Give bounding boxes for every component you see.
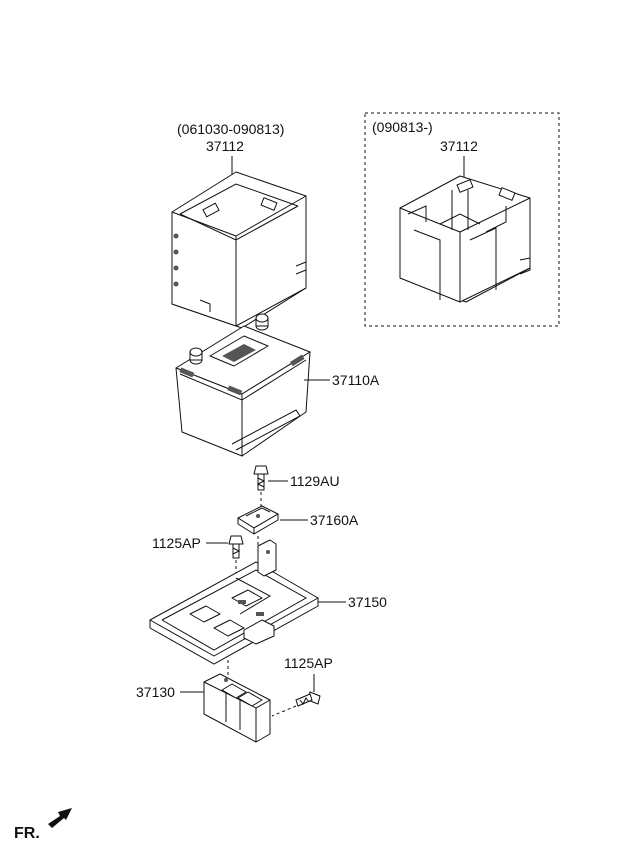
bolt-left-part-number: 1125AP	[152, 535, 201, 551]
bolt-bottom-part-number: 1125AP	[284, 655, 333, 671]
bolt-1125ap-left[interactable]	[228, 535, 244, 559]
tray-old-part-number: 37112	[206, 138, 244, 154]
battery-clamp[interactable]	[237, 505, 279, 535]
battery[interactable]	[175, 313, 311, 457]
battery-part-number: 37110A	[332, 372, 380, 388]
bolt-bottom-axis	[271, 705, 297, 717]
battery-base-tray[interactable]	[149, 539, 319, 665]
date-range-old-label: (061030-090813)	[177, 121, 284, 137]
bracket-part-number: 37130	[136, 684, 175, 700]
bolt-1125ap-bottom[interactable]	[295, 691, 321, 707]
front-arrow-icon	[48, 808, 72, 828]
bolt-1129au[interactable]	[253, 465, 269, 491]
battery-tray-old[interactable]	[171, 171, 307, 329]
clamp-part-number: 37160A	[310, 512, 359, 528]
front-marker-label: FR.	[14, 825, 40, 842]
battery-bracket[interactable]	[203, 673, 271, 743]
battery-tray-new[interactable]	[399, 175, 531, 303]
new-tray-variant-box	[364, 112, 560, 327]
bolt-top-part-number: 1129AU	[290, 473, 340, 489]
tray-new-part-number: 37112	[440, 138, 478, 154]
date-range-new-label: (090813-)	[372, 119, 433, 135]
base-tray-part-number: 37150	[348, 594, 387, 610]
